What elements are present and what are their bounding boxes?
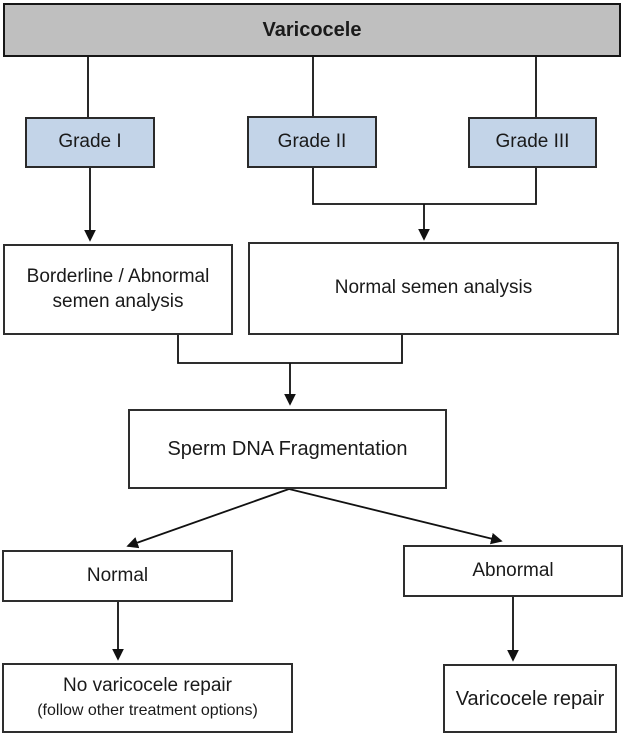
node-grade1: Grade I bbox=[25, 117, 155, 168]
node-no-repair-line2: (follow other treatment options) bbox=[37, 701, 258, 719]
node-varicocele-repair: Varicocele repair bbox=[443, 664, 617, 733]
node-borderline-line2: semen analysis bbox=[52, 290, 184, 312]
node-sperm-dna-fragmentation: Sperm DNA Fragmentation bbox=[128, 409, 447, 489]
node-normal-semen: Normal semen analysis bbox=[248, 242, 619, 335]
node-sdf-label: Sperm DNA Fragmentation bbox=[167, 438, 408, 460]
edge-semen-merge-rail bbox=[177, 335, 403, 364]
node-no-varicocele-repair: No varicocele repair (follow other treat… bbox=[2, 663, 293, 733]
node-grade1-label: Grade I bbox=[58, 131, 122, 153]
node-borderline-line1: Borderline / Abnormal bbox=[26, 265, 210, 287]
node-repair-label: Varicocele repair bbox=[455, 687, 605, 710]
node-grade3-label: Grade III bbox=[495, 131, 570, 153]
arrow-sdf-to-abnormal bbox=[288, 488, 503, 545]
edge-grade23-merge-rail bbox=[312, 168, 537, 205]
node-abnormal-label: Abnormal bbox=[472, 559, 554, 581]
node-normal-semen-label: Normal semen analysis bbox=[334, 277, 533, 299]
node-grade2-label: Grade II bbox=[277, 130, 347, 152]
arrow-sdf-to-normal bbox=[126, 488, 290, 549]
node-varicocele: Varicocele bbox=[3, 3, 621, 57]
node-abnormal: Abnormal bbox=[403, 545, 623, 597]
node-grade2: Grade II bbox=[247, 116, 377, 168]
node-no-repair-line1: No varicocele repair bbox=[63, 675, 232, 697]
node-borderline-abnormal-semen: Borderline / Abnormal semen analysis bbox=[3, 244, 233, 335]
node-normal: Normal bbox=[2, 550, 233, 602]
node-normal-label: Normal bbox=[86, 564, 149, 586]
node-grade3: Grade III bbox=[468, 117, 597, 168]
node-varicocele-label: Varicocele bbox=[262, 19, 362, 41]
